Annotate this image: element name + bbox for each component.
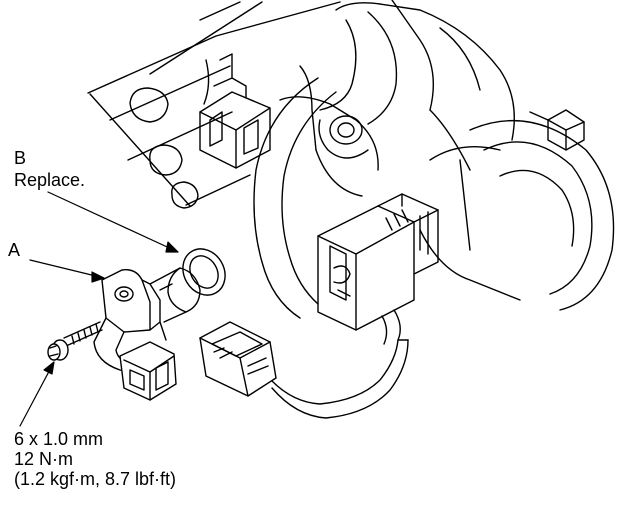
leader-lines <box>19 191 179 427</box>
hose <box>253 77 337 319</box>
torque-nm: 12 N·m <box>14 449 74 469</box>
harness-connector <box>317 193 439 345</box>
engine-block <box>87 0 515 209</box>
cam-pulley <box>419 109 615 311</box>
o-ring <box>182 248 226 296</box>
callout-b-note: Replace. <box>14 170 86 190</box>
upper-connector <box>199 53 271 169</box>
mounting-bolt <box>47 321 103 361</box>
harness-cable <box>263 339 409 419</box>
bolt-spec: 6 x 1.0 mm 12 N·m (1.2 kgf·m, 8.7 lbf·ft… <box>14 429 176 489</box>
cmp-sensor <box>93 267 201 401</box>
callout-b: B <box>14 148 27 168</box>
harness-plug <box>199 321 277 397</box>
callout-a: A <box>8 240 21 260</box>
bolt-size: 6 x 1.0 mm <box>14 429 104 449</box>
torque-alt: (1.2 kgf·m, 8.7 lbf·ft) <box>14 469 177 489</box>
